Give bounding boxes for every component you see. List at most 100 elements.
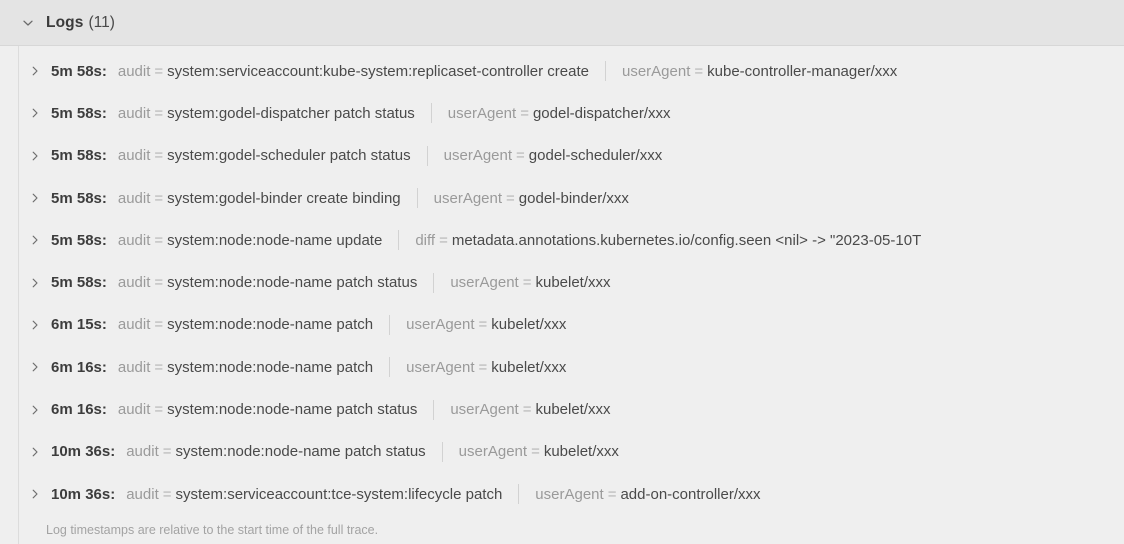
log-row[interactable]: 6m 16s:audit=system:node:node-name patch… <box>19 388 1124 430</box>
log-field: audit=system:godel-dispatcher patch stat… <box>118 105 415 122</box>
log-timestamp: 10m 36s: <box>51 443 116 461</box>
log-field: audit=system:node:node-name patch <box>118 359 373 376</box>
log-field-value: kube-controller-manager/xxx <box>707 62 898 80</box>
log-field-key: userAgent <box>447 104 517 122</box>
log-timestamp: 5m 58s: <box>51 62 107 80</box>
log-field-equals: = <box>154 147 164 165</box>
log-field-value: system:node:node-name patch status <box>175 443 426 461</box>
log-field-value: system:godel-binder create binding <box>167 189 401 207</box>
log-field: userAgent=godel-dispatcher/xxx <box>448 105 671 122</box>
log-field-value: system:godel-dispatcher patch status <box>167 104 415 122</box>
log-row[interactable]: 5m 58s:audit=system:node:node-name patch… <box>19 261 1124 303</box>
log-field-value: system:node:node-name patch status <box>167 401 418 419</box>
log-field-value: kubelet/xxx <box>543 443 619 461</box>
log-row[interactable]: 10m 36s:audit=system:serviceaccount:tce-… <box>19 473 1124 515</box>
log-field-key: audit <box>117 231 151 249</box>
field-divider <box>426 145 428 166</box>
logs-count: (11) <box>88 13 115 31</box>
log-field-value: system:serviceaccount:tce-system:lifecyc… <box>175 485 503 503</box>
log-row[interactable]: 6m 15s:audit=system:node:node-name patch… <box>19 304 1124 346</box>
log-field-equals: = <box>520 104 529 122</box>
log-row[interactable]: 5m 58s:audit=system:godel-binder create … <box>19 177 1124 219</box>
log-row[interactable]: 5m 58s: audit=system:serviceaccount:kube-… <box>19 50 1124 92</box>
log-field-key: audit <box>117 358 151 376</box>
field-divider <box>518 484 520 505</box>
chevron-right-icon[interactable] <box>28 276 42 290</box>
log-field: userAgent=kubelet/xxx <box>406 359 566 376</box>
log-field: audit=system:node:node-name patch status <box>118 401 417 418</box>
field-divider <box>441 441 443 462</box>
log-field-key: userAgent <box>406 316 475 334</box>
log-field-equals: = <box>607 485 617 503</box>
chevron-right-icon[interactable] <box>28 445 42 459</box>
chevron-right-icon[interactable] <box>28 106 42 120</box>
log-timestamp: 5m 58s: <box>51 147 107 165</box>
field-divider <box>416 188 418 209</box>
log-field-equals: = <box>154 62 164 80</box>
logs-footer-note: Log timestamps are relative to the start… <box>46 523 379 537</box>
log-field-key: audit <box>126 485 159 503</box>
log-field-equals: = <box>154 358 164 376</box>
log-field-value: system:node:node-name update <box>167 231 383 249</box>
log-field-value: godel-dispatcher/xxx <box>532 104 671 122</box>
log-field-equals: = <box>522 401 532 419</box>
log-timestamp: 6m 16s: <box>51 358 107 376</box>
log-row[interactable]: 10m 36s: audit=system:node:node-name patc… <box>19 431 1124 473</box>
log-field: userAgent=kubelet/xxx <box>450 401 610 418</box>
field-divider <box>389 314 391 335</box>
log-row[interactable]: 5m 58s:audit=system:godel-scheduler patc… <box>19 135 1124 177</box>
chevron-right-icon[interactable] <box>28 191 42 205</box>
chevron-down-icon[interactable] <box>20 15 36 31</box>
logs-section-header[interactable]: Logs (11) <box>0 0 1124 46</box>
log-field: userAgent=kubelet/xxx <box>450 274 610 291</box>
log-field-key: userAgent <box>443 147 513 165</box>
log-field-key: audit <box>117 189 151 207</box>
log-field: userAgent=kubelet/xxx <box>459 443 619 460</box>
log-field-equals: = <box>162 443 172 461</box>
log-field: userAgent=godel-scheduler/xxx <box>444 147 663 164</box>
log-field-key: diff <box>415 231 436 249</box>
page-title: Logs <box>46 13 84 31</box>
log-field-value: add-on-controller/xxx <box>620 485 761 503</box>
field-divider <box>398 230 400 251</box>
log-timestamp: 6m 16s: <box>51 401 107 419</box>
chevron-right-icon[interactable] <box>28 64 42 78</box>
log-field-equals: = <box>154 104 164 122</box>
log-field-value: system:node:node-name patch <box>167 316 374 334</box>
log-field-key: audit <box>117 401 151 419</box>
log-field-equals: = <box>694 62 704 80</box>
chevron-right-icon[interactable] <box>28 487 42 501</box>
log-row[interactable]: 5m 58s:audit=system:node:node-name updat… <box>19 219 1124 261</box>
field-divider <box>433 399 435 420</box>
log-field: audit=system:serviceaccount:tce-system:l… <box>126 486 502 503</box>
chevron-right-icon[interactable] <box>28 318 42 332</box>
chevron-right-icon[interactable] <box>28 149 42 163</box>
field-divider <box>605 61 606 82</box>
log-field: diff=metadata.annotations.kubernetes.io/… <box>415 232 921 249</box>
log-field-key: userAgent <box>450 274 519 292</box>
log-field-value: metadata.annotations.kubernetes.io/confi… <box>451 231 922 249</box>
field-divider <box>433 272 435 293</box>
logs-list: 5m 58s: audit=system:serviceaccount:kube-… <box>18 46 1124 516</box>
log-field-equals: = <box>516 147 525 165</box>
log-field-value: godel-scheduler/xxx <box>528 147 663 165</box>
log-field: audit=system:godel-binder create binding <box>118 190 401 207</box>
logs-footer: Log timestamps are relative to the start… <box>18 516 1124 544</box>
log-field-equals: = <box>154 189 164 207</box>
chevron-right-icon[interactable] <box>28 403 42 417</box>
log-field-key: userAgent <box>433 189 503 207</box>
log-field: audit=system:node:node-name update <box>118 232 382 249</box>
log-field: audit=system:node:node-name patch status <box>126 443 425 460</box>
log-row[interactable]: 6m 16s: audit=system:node:node-name patch… <box>19 346 1124 388</box>
log-field-key: userAgent <box>535 485 604 503</box>
log-field-value: kubelet/xxx <box>491 358 567 376</box>
log-field: audit=system:node:node-name patch status <box>118 274 417 291</box>
log-field-equals: = <box>478 316 488 334</box>
log-field-key: audit <box>117 104 151 122</box>
log-row[interactable]: 5m 58s:audit=system:godel-dispatcher pat… <box>19 92 1124 134</box>
log-field-value: system:godel-scheduler patch status <box>167 147 411 165</box>
chevron-right-icon[interactable] <box>28 233 42 247</box>
log-timestamp: 6m 15s: <box>51 316 107 334</box>
chevron-right-icon[interactable] <box>28 360 42 374</box>
log-field: audit=system:serviceaccount:kube-system:… <box>118 63 589 80</box>
